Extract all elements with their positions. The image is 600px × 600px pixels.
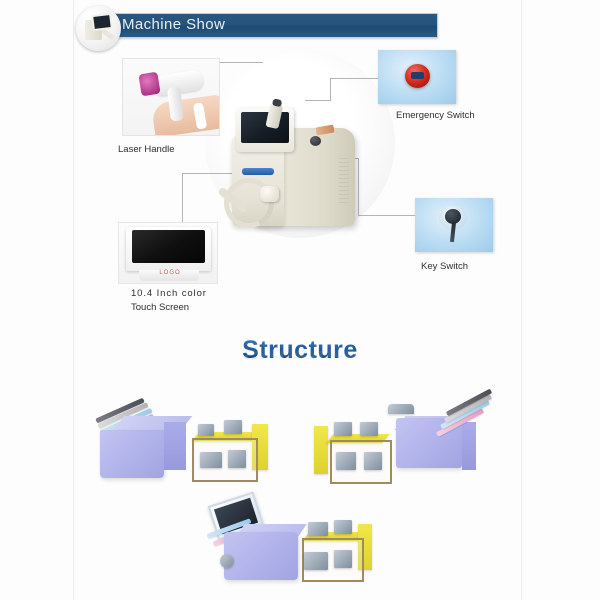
section-header: Machine Show	[0, 0, 600, 52]
callout-line-emg-h2	[305, 100, 331, 101]
chassis-module-10	[334, 520, 352, 534]
logo-handle-shape	[100, 28, 116, 41]
chassis-module-7	[336, 452, 356, 470]
laser-machine-product	[217, 100, 362, 235]
shell-main-body-3	[224, 532, 298, 580]
machine-accent-strip	[242, 168, 274, 175]
shell-right-face-2	[462, 422, 476, 470]
monitor-display-shape	[132, 230, 205, 263]
chassis-module-5	[334, 422, 352, 436]
laser-handle-thumbnail[interactable]	[122, 58, 220, 136]
callout-line-emg-h	[330, 78, 378, 79]
machine-screen-frame	[236, 108, 294, 152]
chassis-module-3	[200, 452, 222, 468]
key-switch-thumbnail[interactable]	[415, 198, 493, 252]
structure-section-title: Structure	[0, 336, 600, 365]
chassis-module-1	[198, 424, 214, 436]
chassis-module-4	[228, 450, 246, 468]
key-head-shape	[445, 209, 461, 224]
structure-diagram-3	[198, 491, 408, 588]
emergency-stop-button-icon	[405, 64, 430, 88]
structure-title-reflection: Structure	[242, 346, 358, 362]
handpiece-tip-shape	[138, 71, 161, 97]
machine-logo-icon	[76, 6, 121, 51]
key-shaft-shape	[449, 221, 457, 243]
callout-line-emg-v	[330, 78, 331, 100]
monitor-logo-text: LOGO	[159, 270, 181, 276]
monitor-base-shape	[139, 270, 199, 281]
page-right-rule	[521, 0, 522, 600]
caption-key-switch: Key Switch	[421, 261, 468, 272]
structure-diagram-2	[308, 388, 508, 488]
logo-screen-shape	[91, 12, 113, 32]
callout-line-ts-v	[182, 173, 183, 223]
page-title: Machine Show	[122, 16, 226, 33]
touch-screen-thumbnail[interactable]: LOGO	[118, 222, 218, 284]
emergency-switch-thumbnail[interactable]	[378, 50, 456, 104]
caption-touch-screen-line2: Touch Screen	[131, 302, 190, 313]
shell-right-face	[164, 422, 186, 470]
chassis-yellow-panel-left	[314, 426, 328, 474]
page-left-rule	[73, 0, 74, 600]
caption-touch-screen-line1: 10.4 Inch color	[131, 288, 207, 299]
top-bracket-part	[388, 404, 414, 414]
chassis-yellow-panel-back-3	[358, 524, 372, 570]
structure-diagram-1	[92, 388, 292, 488]
machine-screen	[241, 112, 289, 143]
caption-laser-handle: Laser Handle	[118, 144, 175, 155]
machine-show-stage: Laser Handle Emergency Switch Key Switch…	[0, 40, 600, 330]
callout-line-key-v	[358, 158, 359, 216]
shell-front-port	[220, 554, 234, 568]
monitor-bezel-shape	[126, 227, 211, 271]
machine-handpiece-dock	[260, 186, 279, 202]
chassis-module-11	[304, 552, 328, 570]
chassis-module-6	[360, 422, 378, 436]
shell-main-body	[100, 430, 164, 478]
chassis-module-12	[334, 550, 352, 568]
callout-line-handle-h	[213, 62, 263, 63]
caption-emergency-switch: Emergency Switch	[396, 110, 475, 121]
chassis-module-2	[224, 420, 242, 434]
chassis-module-8	[364, 452, 382, 470]
chassis-module-9	[308, 522, 328, 536]
callout-line-ts-h	[182, 173, 247, 174]
callout-line-key-h	[358, 215, 415, 216]
hand-arm-shape	[150, 94, 219, 135]
machine-side-knob	[310, 136, 321, 146]
